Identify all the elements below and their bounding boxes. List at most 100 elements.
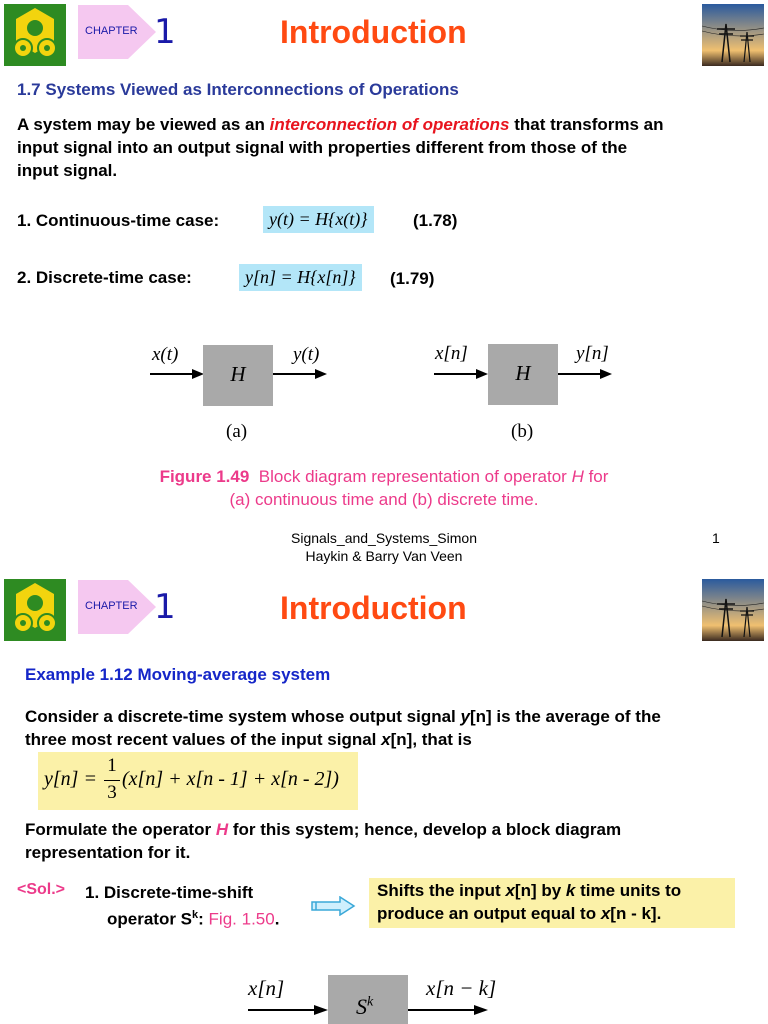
equation-lhs: y[n] = xyxy=(44,768,97,790)
highlight-phrase: interconnection of operations xyxy=(269,115,510,134)
example-line-2: three most recent values of the input si… xyxy=(25,728,765,751)
caption-text: for xyxy=(583,467,609,486)
operator-block-a xyxy=(203,345,273,406)
operator-block-b xyxy=(488,344,558,405)
chapter-number: 1 xyxy=(154,12,176,52)
para-text: produce an output equal to xyxy=(377,904,601,923)
signal-index: [n] xyxy=(469,707,492,726)
caption-line-1: Figure 1.49 Block diagram representation… xyxy=(0,465,768,488)
para-text: . xyxy=(656,904,662,923)
operator-block-b-label: H xyxy=(515,361,531,385)
diagram-a-output-label: y(t) xyxy=(293,344,320,365)
hollow-arrow-right-icon xyxy=(311,896,356,916)
fraction-bar xyxy=(104,780,120,781)
caption-line-2: (a) continuous time and (b) discrete tim… xyxy=(229,490,539,509)
intro-line-1: A system may be viewed as an interconnec… xyxy=(17,113,762,136)
para-text: that transforms an xyxy=(509,115,664,134)
diagram-b-input-label: x[n] xyxy=(435,343,468,364)
shift-diagram-output-label: x[n − k] xyxy=(426,976,497,1000)
university-logo xyxy=(4,579,66,641)
footer-line-1: Signals_and_Systems_Simon xyxy=(291,530,477,546)
arrow-right-icon xyxy=(558,369,612,379)
chapter-arrow-shape xyxy=(78,580,156,634)
shift-operator-block xyxy=(328,975,408,1024)
formulate-paragraph: Formulate the operator H for this system… xyxy=(25,818,765,864)
intro-line-3: input signal. xyxy=(17,161,118,180)
footer-source: Signals_and_Systems_Simon Haykin & Barry… xyxy=(234,529,534,565)
chapter-label: CHAPTER xyxy=(85,600,138,612)
university-logo xyxy=(4,4,66,66)
solution-item-line-2: operator Sk: Fig. 1.50. xyxy=(107,904,279,931)
fraction-denominator: 3 xyxy=(107,782,117,803)
shift-operator-text: operator S xyxy=(107,909,193,929)
para-text: three most recent values of the input si… xyxy=(25,730,382,749)
para-text: Consider a discrete-time system whose ou… xyxy=(25,707,461,726)
page-number: 1 xyxy=(712,530,720,546)
para-text: A system may be viewed as an xyxy=(17,115,270,134)
chapter-number: 1 xyxy=(154,587,176,627)
signal-x: x xyxy=(505,881,515,900)
shift-block-letter: S xyxy=(356,994,367,1019)
moving-average-equation: y[n] = 1 3 (x[n] + x[n - 1] + x[n - 2]) xyxy=(38,752,358,810)
para-text: Formulate the operator xyxy=(25,820,216,839)
solution-item-line-1: 1. Discrete-time-shift xyxy=(85,883,254,902)
signal-x: x xyxy=(600,904,611,923)
signal-index: [n - k] xyxy=(610,904,657,923)
signal-index: [n] xyxy=(514,881,537,900)
equation-1-79: y[n] = H{x[n]} xyxy=(239,264,362,291)
page-title: Introduction xyxy=(280,14,467,50)
case1-label: 1. Continuous-time case: xyxy=(17,211,220,230)
shift-line-1: Shifts the input x[n] by k time units to xyxy=(377,879,729,902)
para-text: time units to xyxy=(575,881,682,900)
figure-reference-link: Fig. 1.50 xyxy=(208,909,275,929)
example-paragraph: Consider a discrete-time system whose ou… xyxy=(25,705,765,751)
intro-paragraph: A system may be viewed as an interconnec… xyxy=(17,113,762,182)
caption-operator: H xyxy=(571,467,584,486)
equation-1-78: y(t) = H{x(t)} xyxy=(263,206,374,233)
para-text: for this system; hence, develop a block … xyxy=(228,820,622,839)
shift-line-2: produce an output equal to x[n - k]. xyxy=(377,902,729,925)
signal-x: x xyxy=(381,730,391,749)
arrow-right-icon xyxy=(273,369,327,379)
operator-block-a-label: H xyxy=(230,362,246,386)
arrow-right-icon xyxy=(248,1005,328,1015)
para-text: by xyxy=(536,881,566,900)
formulate-line-1: Formulate the operator H for this system… xyxy=(25,818,765,841)
footer-line-2: Haykin & Barry Van Veen xyxy=(305,548,463,564)
section-title: 1.7 Systems Viewed as Interconnections o… xyxy=(17,80,459,99)
diagram-b-caption: (b) xyxy=(511,421,534,442)
solution-label: <Sol.> xyxy=(17,881,66,898)
operator-H: H xyxy=(215,820,229,839)
intro-line-2: input signal into an output signal with … xyxy=(17,138,628,157)
para-text: : xyxy=(198,909,209,929)
example-title: Example 1.12 Moving-average system xyxy=(25,665,331,684)
power-lines-photo xyxy=(702,579,764,641)
figure-caption: Figure 1.49 Block diagram representation… xyxy=(0,465,768,511)
diagram-a-input-label: x(t) xyxy=(152,344,179,365)
equation-rhs: (x[n] + x[n - 1] + x[n - 2]) xyxy=(122,768,339,790)
page-title: Introduction xyxy=(280,590,467,626)
example-line-1: Consider a discrete-time system whose ou… xyxy=(25,705,765,728)
caption-text: Block diagram representation of operator xyxy=(258,467,572,486)
diagram-b-output-label: y[n] xyxy=(576,343,609,364)
signal-index: [n] xyxy=(390,730,413,749)
power-lines-photo xyxy=(702,4,764,66)
arrow-right-icon xyxy=(150,369,204,379)
shift-diagram-input-label: x[n] xyxy=(248,976,285,1000)
signal-y: y xyxy=(460,707,470,726)
para-text: is the average of the xyxy=(491,707,661,726)
equation-number-1-79: (1.79) xyxy=(390,269,435,288)
equation-number-1-78: (1.78) xyxy=(413,211,458,230)
fraction-numerator: 1 xyxy=(107,755,117,776)
shift-operator-sup: k xyxy=(192,909,199,921)
shift-description-box: Shifts the input x[n] by k time units to… xyxy=(369,878,735,928)
para-text: . xyxy=(274,909,280,929)
case2-label: 2. Discrete-time case: xyxy=(17,268,192,287)
shift-block-sup: k xyxy=(367,994,374,1010)
para-text: , that is xyxy=(412,730,472,749)
figure-number: Figure 1.49 xyxy=(159,467,250,486)
para-text: Shifts the input xyxy=(377,881,506,900)
chapter-arrow-shape xyxy=(78,5,156,59)
arrow-right-icon xyxy=(408,1005,488,1015)
diagram-a-caption: (a) xyxy=(226,421,248,442)
